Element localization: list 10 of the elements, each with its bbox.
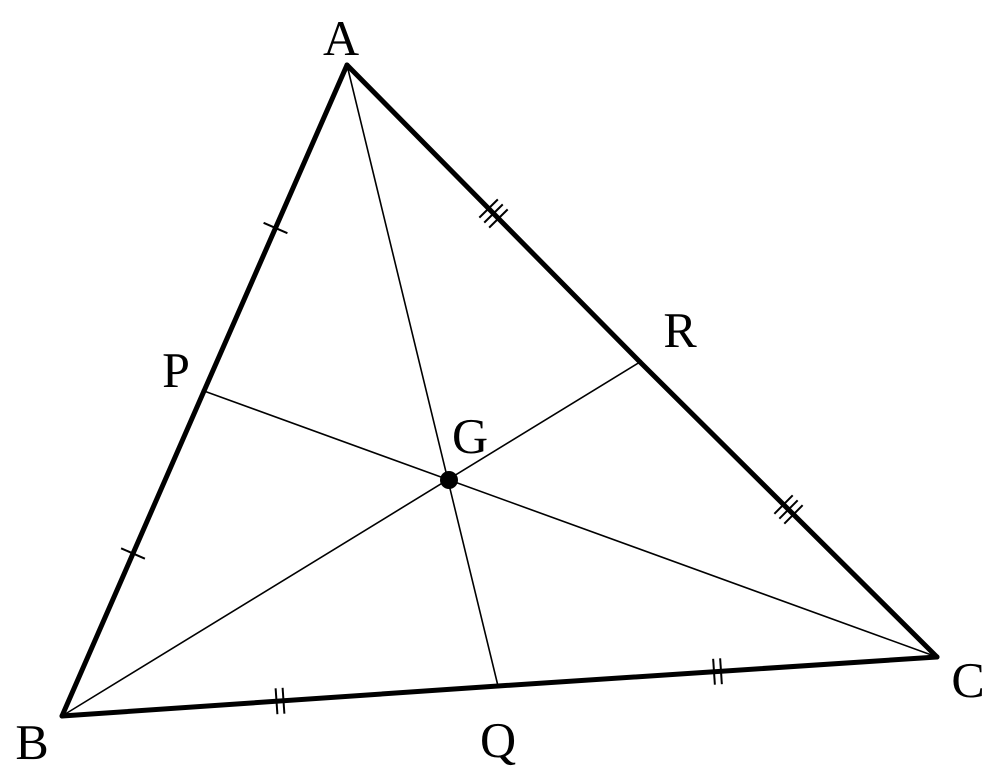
point-label: A	[323, 12, 359, 67]
triangle-side	[638, 360, 940, 660]
point-label: R	[638, 304, 698, 364]
triangle-side	[202, 62, 350, 394]
point-label: Q	[480, 684, 516, 766]
point-label: P	[158, 344, 206, 396]
point-label: B	[14, 714, 64, 768]
point-label: G	[452, 410, 488, 462]
triangle-side	[344, 62, 642, 364]
point-label: C	[935, 654, 986, 706]
